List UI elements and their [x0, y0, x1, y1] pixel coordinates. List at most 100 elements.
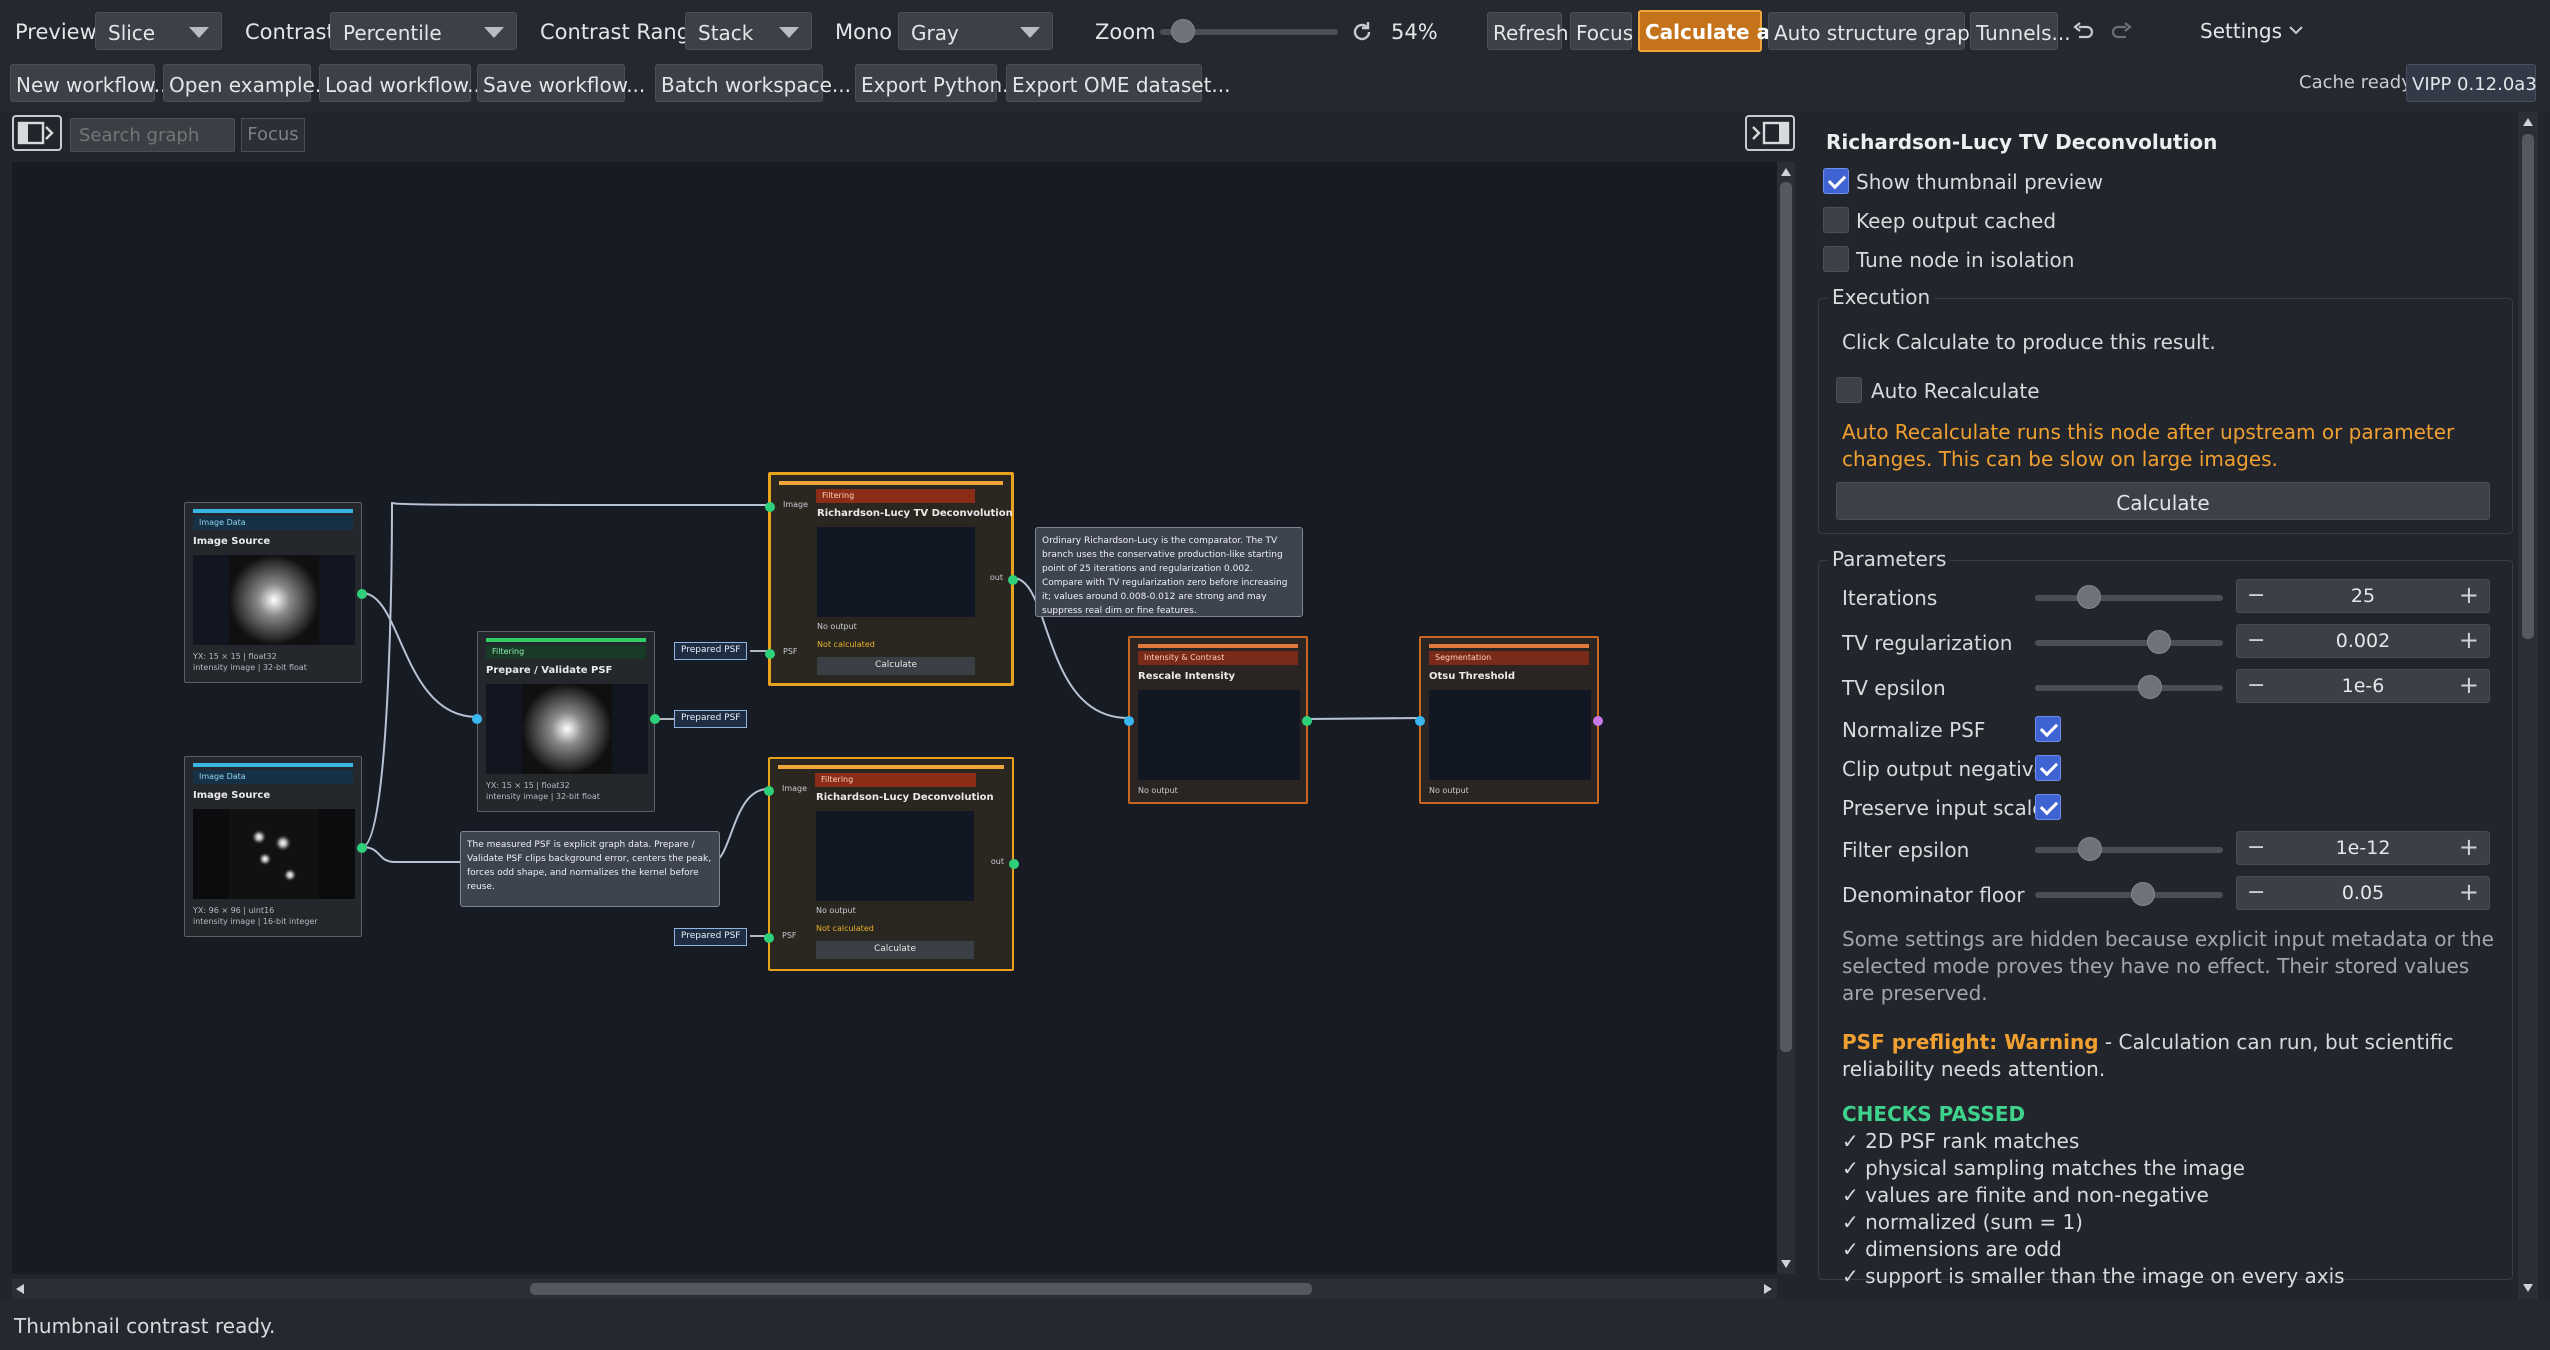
contrast-select[interactable]: Percentile — [330, 12, 517, 50]
show-thumbnail-checkbox[interactable] — [1823, 168, 1849, 194]
output-port[interactable] — [1008, 575, 1018, 585]
tv-regularization-spinbox[interactable]: −0.002+ — [2236, 624, 2490, 658]
chevron-down-icon[interactable] — [2288, 24, 2304, 36]
iterations-slider[interactable] — [2035, 585, 2223, 609]
node-otsu-threshold[interactable]: Segmentation Otsu Threshold No output — [1415, 636, 1603, 804]
input-port[interactable] — [472, 714, 482, 724]
toggle-right-panel-button[interactable] — [1745, 115, 1795, 151]
filter-epsilon-slider[interactable] — [2035, 837, 2223, 861]
denominator-floor-spinbox[interactable]: −0.05+ — [2236, 876, 2490, 910]
canvas-vertical-scrollbar[interactable] — [1777, 162, 1795, 1274]
graph-canvas[interactable]: Image Data Image Source YX: 15 × 15 | fl… — [12, 162, 1777, 1274]
node-rescale-intensity[interactable]: Intensity & Contrast Rescale Intensity N… — [1124, 636, 1312, 804]
search-graph-input[interactable] — [70, 118, 235, 152]
zoom-slider[interactable] — [1160, 19, 1338, 43]
refresh-button[interactable]: Refresh — [1487, 12, 1569, 50]
preserve-scale-checkbox[interactable] — [2035, 794, 2061, 820]
minus-icon[interactable]: − — [2247, 628, 2266, 653]
plus-icon[interactable]: + — [2458, 833, 2479, 861]
scroll-up-icon[interactable] — [2523, 118, 2533, 126]
open-example-button[interactable]: Open example... — [163, 64, 334, 102]
scroll-left-icon[interactable] — [16, 1284, 24, 1294]
mono-select[interactable]: Gray — [898, 12, 1053, 50]
redo-icon[interactable] — [2111, 20, 2135, 44]
tunnel-tag-prepared-psf[interactable]: Prepared PSF — [674, 928, 748, 946]
auto-recalculate-checkbox[interactable] — [1836, 377, 1862, 403]
scrollbar-thumb[interactable] — [1780, 182, 1792, 1052]
settings-menu[interactable]: Settings — [2200, 19, 2283, 43]
normalize-psf-checkbox[interactable] — [2035, 716, 2061, 742]
output-port[interactable] — [650, 714, 660, 724]
scroll-down-icon[interactable] — [1781, 1260, 1791, 1268]
auto-structure-graph-button[interactable]: Auto structure graph — [1768, 12, 1982, 50]
new-workflow-button[interactable]: New workflow... — [10, 64, 173, 102]
output-port[interactable] — [1593, 716, 1603, 726]
output-port[interactable] — [1302, 716, 1312, 726]
plus-icon[interactable]: + — [2458, 581, 2479, 609]
zoom-slider-handle[interactable] — [1171, 19, 1196, 43]
scroll-down-icon[interactable] — [2523, 1284, 2533, 1292]
output-port[interactable] — [1009, 859, 1019, 869]
slider-handle[interactable] — [2147, 630, 2171, 654]
node-calculate-button[interactable]: Calculate — [817, 657, 975, 675]
plus-icon[interactable]: + — [2458, 626, 2479, 654]
graph-note[interactable]: The measured PSF is explicit graph data.… — [460, 831, 720, 907]
preview-select[interactable]: Slice — [95, 12, 222, 50]
output-port[interactable] — [357, 843, 367, 853]
slider-handle[interactable] — [2131, 882, 2155, 906]
tunnel-tag-prepared-psf[interactable]: Prepared PSF — [674, 642, 748, 660]
clip-negative-checkbox[interactable] — [2035, 755, 2061, 781]
filter-epsilon-spinbox[interactable]: −1e-12+ — [2236, 831, 2490, 865]
slider-handle[interactable] — [2138, 675, 2162, 699]
node-prepare-psf[interactable]: Filtering Prepare / Validate PSF YX: 15 … — [472, 631, 660, 812]
canvas-horizontal-scrollbar[interactable] — [12, 1279, 1777, 1299]
calculate-all-button[interactable]: Calculate all — [1638, 10, 1784, 52]
output-port[interactable] — [357, 589, 367, 599]
reset-zoom-icon[interactable] — [1350, 20, 1374, 44]
minus-icon[interactable]: − — [2247, 583, 2266, 608]
node-rl-tv-deconvolution[interactable]: Filtering Richardson-Lucy TV Deconvoluti… — [765, 472, 1018, 686]
node-calculate-button[interactable]: Calculate — [816, 941, 974, 959]
tunnel-tag-prepared-psf[interactable]: Prepared PSF — [674, 710, 748, 728]
calculate-button[interactable]: Calculate — [1836, 482, 2490, 520]
scroll-right-icon[interactable] — [1764, 1284, 1772, 1294]
tv-epsilon-spinbox[interactable]: −1e-6+ — [2236, 669, 2490, 703]
minus-icon[interactable]: − — [2247, 673, 2266, 698]
keep-cached-checkbox[interactable] — [1823, 207, 1849, 233]
export-python-button[interactable]: Export Python... — [855, 64, 1021, 102]
save-workflow-button[interactable]: Save workflow... — [477, 64, 645, 102]
plus-icon[interactable]: + — [2458, 878, 2479, 906]
batch-workspace-button[interactable]: Batch workspace... — [655, 64, 851, 102]
input-port[interactable] — [1124, 716, 1134, 726]
denominator-floor-slider[interactable] — [2035, 882, 2223, 906]
toggle-left-panel-button[interactable] — [12, 115, 62, 151]
undo-icon[interactable] — [2070, 20, 2094, 44]
graph-note[interactable]: Ordinary Richardson-Lucy is the comparat… — [1035, 527, 1303, 617]
tune-isolation-checkbox[interactable] — [1823, 246, 1849, 272]
minus-icon[interactable]: − — [2247, 835, 2266, 860]
focus-button[interactable]: Focus — [1570, 12, 1633, 50]
input-port[interactable] — [764, 786, 774, 796]
input-port[interactable] — [1415, 716, 1425, 726]
plus-icon[interactable]: + — [2458, 671, 2479, 699]
input-port[interactable] — [765, 502, 775, 512]
node-rl-deconvolution[interactable]: Filtering Richardson-Lucy Deconvolution … — [764, 757, 1019, 971]
scrollbar-thumb[interactable] — [530, 1283, 1312, 1295]
iterations-spinbox[interactable]: −25+ — [2236, 579, 2490, 613]
input-port[interactable] — [764, 933, 774, 943]
minus-icon[interactable]: − — [2247, 880, 2266, 905]
scrollbar-thumb[interactable] — [2522, 134, 2534, 639]
scroll-up-icon[interactable] — [1781, 168, 1791, 176]
contrast-range-select[interactable]: Stack — [685, 12, 812, 50]
slider-handle[interactable] — [2078, 837, 2102, 861]
panel-vertical-scrollbar[interactable] — [2518, 112, 2538, 1299]
load-workflow-button[interactable]: Load workflow... — [319, 64, 486, 102]
graph-focus-button[interactable]: Focus — [241, 118, 305, 152]
node-image-source-1[interactable]: Image Data Image Source YX: 15 × 15 | fl… — [184, 502, 367, 683]
tunnels-button[interactable]: Tunnels... — [1970, 12, 2071, 50]
slider-handle[interactable] — [2077, 585, 2101, 609]
tv-regularization-slider[interactable] — [2035, 630, 2223, 654]
input-port[interactable] — [765, 649, 775, 659]
export-ome-button[interactable]: Export OME dataset... — [1006, 64, 1231, 102]
tv-epsilon-slider[interactable] — [2035, 675, 2223, 699]
